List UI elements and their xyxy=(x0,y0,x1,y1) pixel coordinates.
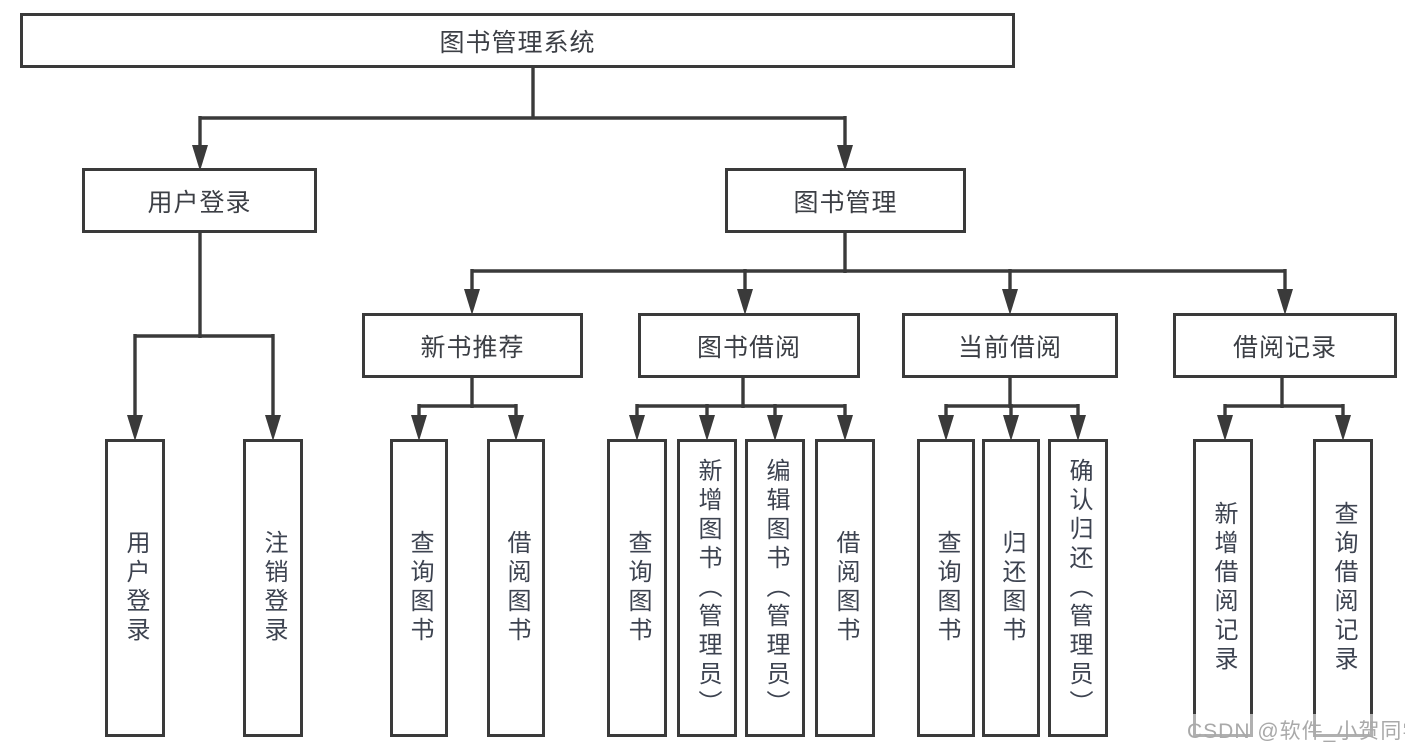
leaf-add-book-admin: 新增图书（管理员） xyxy=(677,439,737,737)
leaf-query-books-borrow-label: 查询图书 xyxy=(624,530,651,646)
leaf-edit-book-admin: 编辑图书（管理员） xyxy=(745,439,805,737)
leaf-query-books-borrow: 查询图书 xyxy=(607,439,667,737)
leaf-return-books: 归还图书 xyxy=(982,439,1040,737)
leaf-borrow-books: 借阅图书 xyxy=(815,439,875,737)
leaf-add-borrow-record-label: 新增借阅记录 xyxy=(1210,501,1237,675)
leaf-return-books-label: 归还图书 xyxy=(998,530,1025,646)
leaf-user-login-label: 用户登录 xyxy=(122,530,149,646)
node-book-borrow: 图书借阅 xyxy=(638,313,860,378)
leaf-borrow-books-label: 借阅图书 xyxy=(832,530,859,646)
leaf-borrow-books-recommend: 借阅图书 xyxy=(487,439,545,737)
node-book-borrow-label: 图书借阅 xyxy=(696,333,801,362)
node-current-borrow: 当前借阅 xyxy=(902,313,1118,378)
leaf-edit-book-admin-label: 编辑图书（管理员） xyxy=(762,457,789,719)
leaf-query-borrow-record-label: 查询借阅记录 xyxy=(1330,501,1357,675)
node-library-system: 图书管理系统 xyxy=(20,13,1015,68)
node-borrow-records: 借阅记录 xyxy=(1173,313,1397,378)
node-book-management: 图书管理 xyxy=(725,168,966,233)
node-book-management-label: 图书管理 xyxy=(793,188,898,217)
node-new-book-recommend-label: 新书推荐 xyxy=(420,333,525,362)
node-current-borrow-label: 当前借阅 xyxy=(957,333,1062,362)
leaf-confirm-return-admin-label: 确认归还（管理员） xyxy=(1065,457,1092,719)
leaf-add-book-admin-label: 新增图书（管理员） xyxy=(694,457,721,719)
leaf-query-borrow-record: 查询借阅记录 xyxy=(1313,439,1373,737)
leaf-user-login: 用户登录 xyxy=(105,439,165,737)
node-new-book-recommend: 新书推荐 xyxy=(362,313,583,378)
leaf-query-books-current-label: 查询图书 xyxy=(933,530,960,646)
leaf-confirm-return-admin: 确认归还（管理员） xyxy=(1048,439,1108,737)
node-user-login: 用户登录 xyxy=(82,168,317,233)
leaf-logout-label: 注销登录 xyxy=(260,530,287,646)
node-user-login-label: 用户登录 xyxy=(147,188,252,217)
leaf-logout: 注销登录 xyxy=(243,439,303,737)
leaf-query-books-current: 查询图书 xyxy=(917,439,975,737)
leaf-query-books-recommend-label: 查询图书 xyxy=(406,530,433,646)
leaf-add-borrow-record: 新增借阅记录 xyxy=(1193,439,1253,737)
leaf-query-books-recommend: 查询图书 xyxy=(390,439,448,737)
leaf-borrow-books-recommend-label: 借阅图书 xyxy=(503,530,530,646)
node-borrow-records-label: 借阅记录 xyxy=(1232,333,1337,362)
node-library-system-label: 图书管理系统 xyxy=(439,28,596,57)
watermark: CSDN @软件_小贺同学 xyxy=(1183,714,1405,746)
